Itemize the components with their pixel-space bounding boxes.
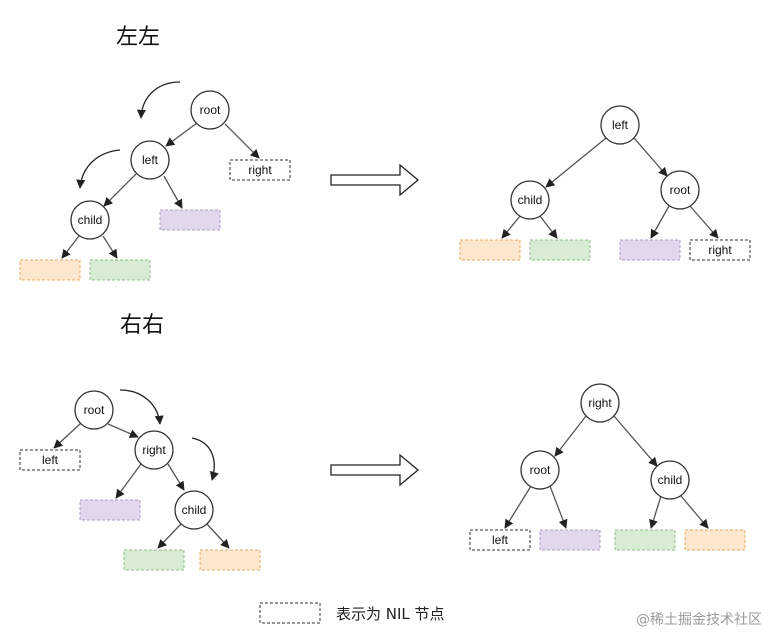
ll-before-purple-subtree	[159, 209, 221, 231]
node-label: root	[200, 103, 221, 117]
rr-rotate-arrow-2	[191, 437, 219, 481]
node-label: child	[658, 473, 683, 487]
ll-before-orange-subtree	[19, 259, 81, 281]
watermark: @稀土掘金技术社区	[636, 612, 762, 628]
ll-before-node-child: child	[70, 200, 110, 240]
title-left-left: 左左	[116, 25, 160, 50]
rr-after-node-child: child	[650, 460, 690, 500]
node-label: left	[142, 153, 159, 167]
rr-after-orange-subtree	[684, 529, 746, 551]
rr-before-node-right: right	[134, 430, 174, 470]
ll-transform-arrow	[330, 163, 420, 197]
rr-transform-arrow	[330, 453, 420, 487]
node-label: right	[588, 396, 612, 410]
nil-label: left	[492, 533, 509, 547]
node-label: right	[142, 443, 166, 457]
rr-before-orange-subtree	[199, 549, 261, 571]
ll-after-green-subtree	[529, 239, 591, 261]
ll-before-node-left: left	[130, 140, 170, 180]
rr-before-nil-left: left	[19, 449, 81, 471]
node-label: root	[530, 463, 551, 477]
legend-nil-swatch	[259, 602, 321, 624]
ll-after-node-left: left	[600, 105, 640, 145]
node-label: child	[78, 213, 103, 227]
rr-after-purple-subtree	[539, 529, 601, 551]
nil-label: right	[708, 243, 732, 257]
node-label: left	[612, 118, 629, 132]
rr-rotate-arrow-1	[119, 389, 164, 425]
legend-text: 表示为 NIL 节点	[336, 605, 445, 623]
rr-before-node-root: root	[74, 390, 114, 430]
ll-before-nil-right: right	[229, 159, 291, 181]
nil-label: right	[248, 163, 272, 177]
title-right-right: 右右	[120, 313, 164, 338]
rr-after-node-root: root	[520, 450, 560, 490]
rr-before-purple-subtree	[79, 499, 141, 521]
rr-before-node-child: child	[174, 490, 214, 530]
nil-label: left	[42, 453, 59, 467]
node-label: child	[182, 503, 207, 517]
node-label: root	[84, 403, 105, 417]
rr-after-nil-left: left	[469, 529, 531, 551]
ll-after-node-child: child	[510, 180, 550, 220]
rr-after-edges	[504, 415, 709, 529]
rr-before-green-subtree	[123, 549, 185, 571]
ll-after-node-root: root	[660, 170, 700, 210]
node-label: child	[518, 193, 543, 207]
node-label: root	[670, 183, 691, 197]
ll-after-nil-right: right	[689, 239, 751, 261]
ll-rotate-arrow-1	[136, 81, 181, 119]
rr-before-edges	[53, 422, 230, 549]
ll-rotate-arrow-2	[76, 149, 121, 189]
ll-before-green-subtree	[89, 259, 151, 281]
rr-after-green-subtree	[614, 529, 676, 551]
rr-after-node-right: right	[580, 383, 620, 423]
ll-after-purple-subtree	[619, 239, 681, 261]
ll-before-edges	[61, 122, 260, 259]
legend: 表示为 NIL 节点	[259, 602, 445, 624]
ll-after-orange-subtree	[459, 239, 521, 261]
ll-after-edges	[501, 137, 719, 239]
ll-before-node-root: root	[190, 90, 230, 130]
